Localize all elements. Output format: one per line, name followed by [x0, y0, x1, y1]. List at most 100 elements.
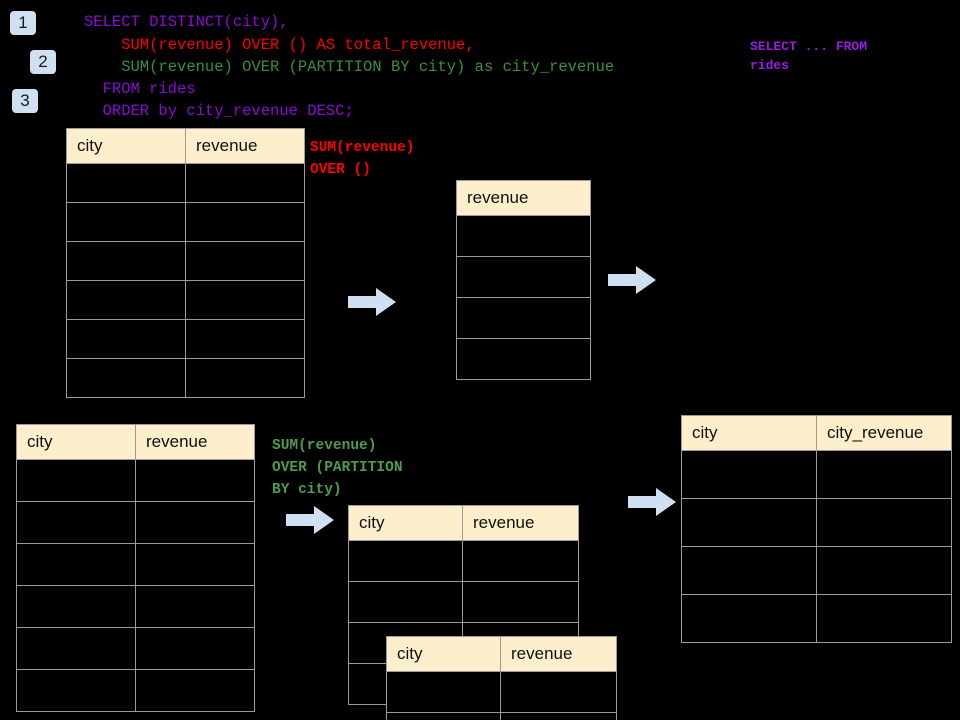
table-cell: [456, 297, 591, 339]
arrow-partition-to-result: [628, 488, 676, 521]
table-cell: [185, 319, 305, 359]
column-header: revenue: [462, 505, 579, 541]
column-header: city: [386, 636, 501, 672]
table-row: [66, 319, 305, 359]
table-cell: [16, 669, 136, 712]
table-row: [386, 671, 617, 713]
table-row: [456, 338, 591, 380]
column-header: revenue: [185, 128, 305, 164]
column-header: city: [681, 415, 817, 451]
table-row: [66, 280, 305, 320]
table-cell: [185, 241, 305, 281]
column-header: city: [348, 505, 463, 541]
table-row: [348, 581, 579, 623]
table-cell: [462, 581, 579, 623]
table-row: [456, 256, 591, 298]
table-total-revenue-body: revenue: [456, 180, 591, 380]
sql-line-order-by: ORDER by city_revenue DESC;: [84, 102, 354, 120]
table-row: [16, 501, 255, 544]
table-cell: [816, 546, 952, 595]
table-cell: [66, 358, 186, 398]
table-cell: [135, 501, 255, 544]
step-badge-1: 1: [10, 11, 36, 35]
table-cell: [66, 241, 186, 281]
table-cell: [16, 543, 136, 586]
column-header: revenue: [500, 636, 617, 672]
table-cell: [681, 546, 817, 595]
table-cell: [348, 581, 463, 623]
table-cell: [185, 202, 305, 242]
table-row: [66, 163, 305, 203]
table-cell: [16, 627, 136, 670]
table-row: [66, 202, 305, 242]
table-cell: [500, 671, 617, 713]
table-cell: [816, 450, 952, 499]
table-cell: [456, 215, 591, 257]
table-cell: [66, 202, 186, 242]
table-row: [681, 498, 952, 547]
sql-line-select: SELECT DISTINCT(city),: [84, 13, 289, 31]
table-cell: [348, 540, 463, 582]
table-cell: [681, 498, 817, 547]
arrow-total-to-result: [608, 266, 656, 299]
table-cell: [66, 163, 186, 203]
table-cell: [135, 543, 255, 586]
column-header: city_revenue: [816, 415, 952, 451]
table-cell: [386, 671, 501, 713]
table-cell: [816, 498, 952, 547]
table-cell: [386, 712, 501, 720]
sql-line-from: FROM rides: [84, 80, 196, 98]
table-row: [16, 669, 255, 712]
step-badge-3: 3: [12, 89, 38, 113]
table-cell: [16, 459, 136, 502]
table-row: [456, 215, 591, 257]
arrow-source-to-partition: [286, 506, 334, 539]
table-cell: [185, 280, 305, 320]
table-cell: [185, 358, 305, 398]
table-row: [681, 546, 952, 595]
table-cell: [66, 280, 186, 320]
table-row: [681, 450, 952, 499]
table-cell: [135, 627, 255, 670]
table-row: [16, 585, 255, 628]
table-cell: [16, 501, 136, 544]
table-cell: [462, 540, 579, 582]
label-sum-revenue-over: SUM(revenue) OVER (): [310, 140, 415, 178]
table-cell: [66, 319, 186, 359]
label-sum-revenue-partition: SUM(revenue) OVER (PARTITION BY city): [272, 438, 403, 498]
sql-line-city-revenue: SUM(revenue) OVER (PARTITION BY city) as…: [84, 58, 615, 76]
table-row: [681, 594, 952, 643]
arrow-source-to-total: [348, 288, 396, 321]
step-badge-2: 2: [30, 50, 56, 74]
table-header-row: revenue: [456, 180, 591, 216]
table-row: [66, 241, 305, 281]
table-row: [16, 543, 255, 586]
table-cell: [16, 585, 136, 628]
column-header: revenue: [135, 424, 255, 460]
sql-line-total-revenue: SUM(revenue) OVER () AS total_revenue,: [84, 36, 475, 54]
table-cell: [135, 669, 255, 712]
table-cell: [185, 163, 305, 203]
column-header: city: [16, 424, 136, 460]
table-row: [16, 459, 255, 502]
table-cell: [456, 338, 591, 380]
table-row: [348, 540, 579, 582]
column-header: revenue: [456, 180, 591, 216]
table-total-revenue: revenue: [456, 180, 591, 380]
table-row: [16, 627, 255, 670]
table-row: [456, 297, 591, 339]
table-cell: [456, 256, 591, 298]
